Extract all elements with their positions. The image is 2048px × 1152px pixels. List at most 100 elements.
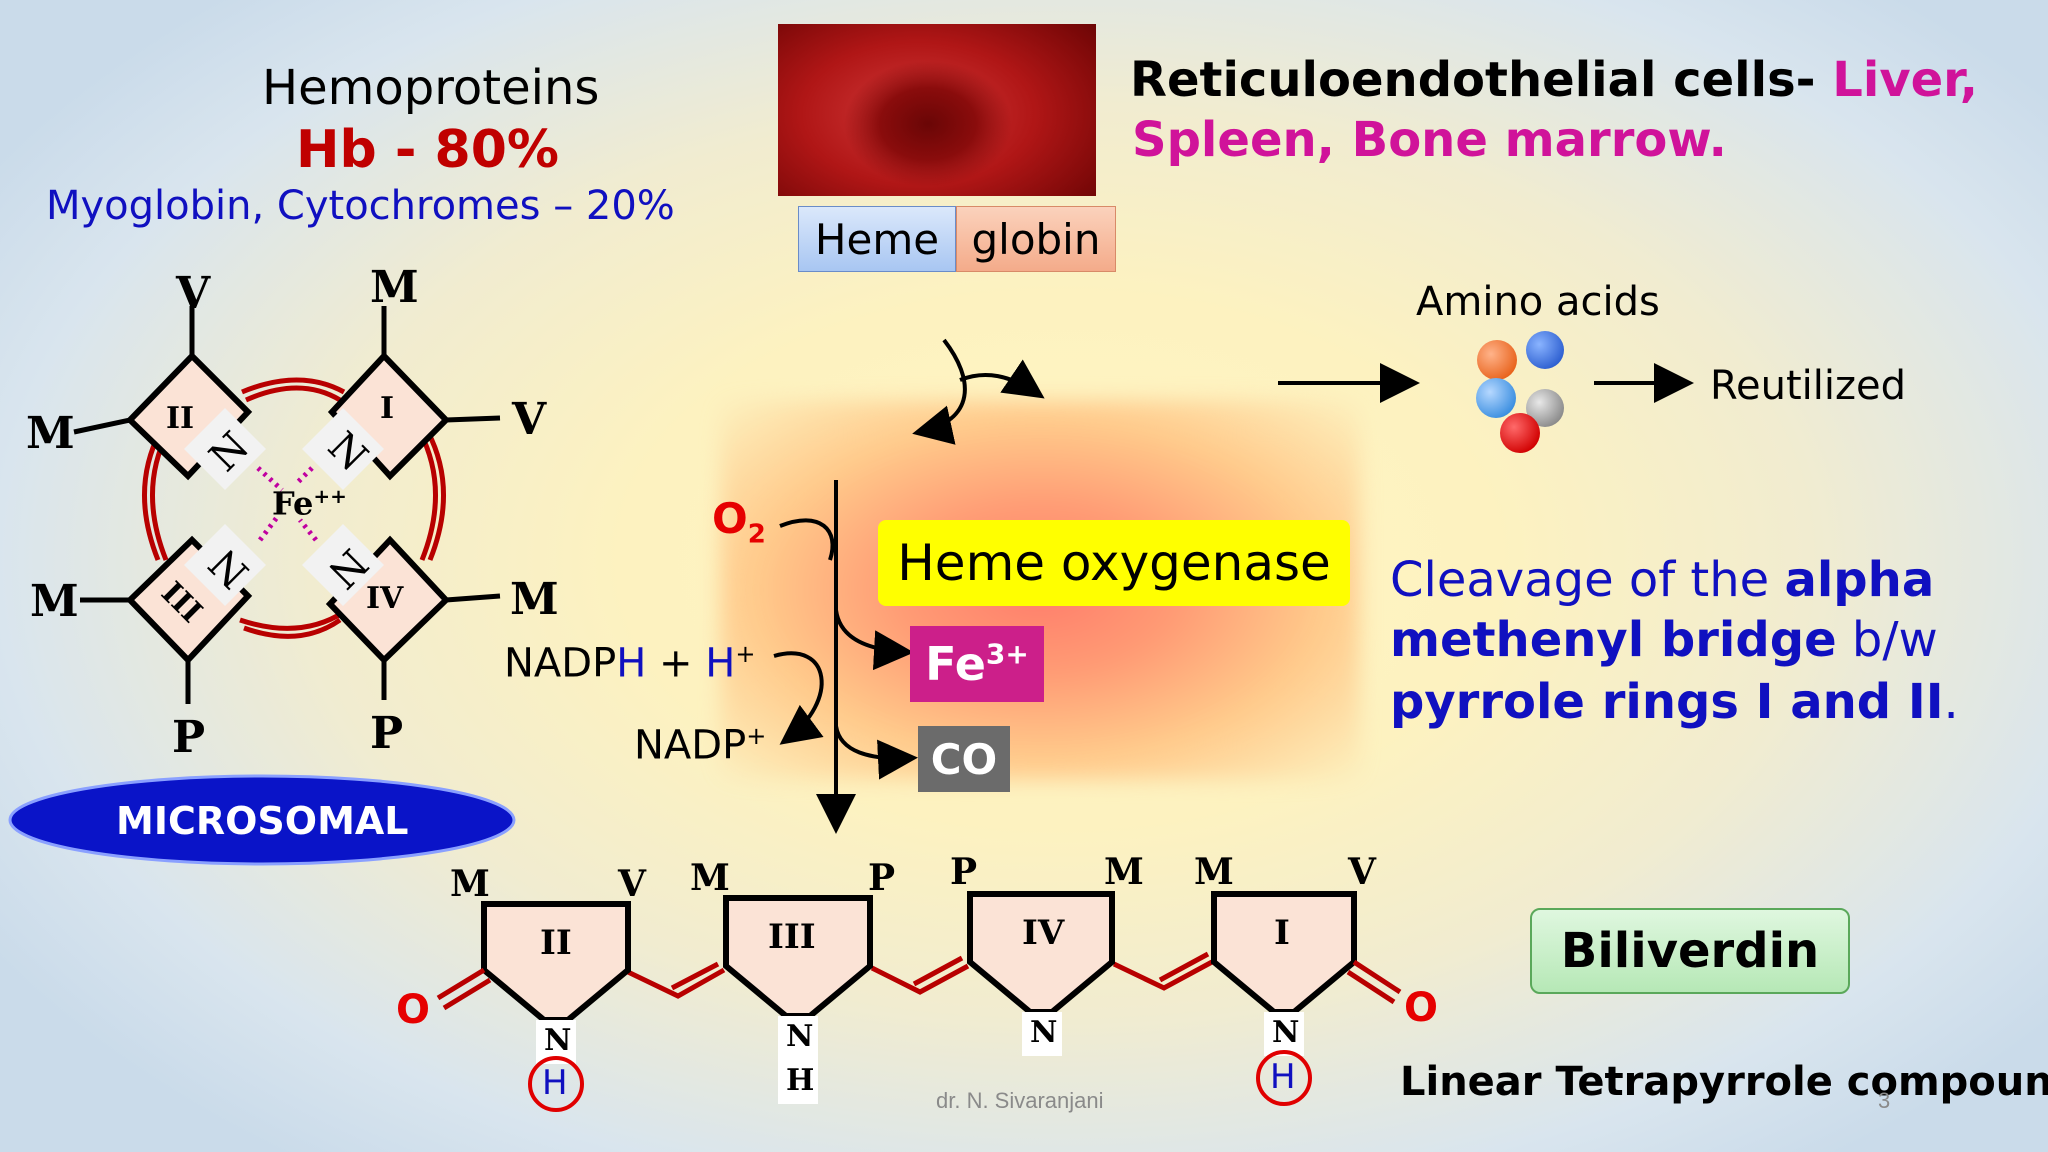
- nadp-charge: +: [746, 722, 767, 750]
- biliverdin-structure: [436, 891, 1402, 1112]
- porphyrin-sub-bottom-right: P: [370, 708, 404, 759]
- amino-ball-orange: [1477, 340, 1517, 380]
- biliverdin-n-ii: N: [544, 1023, 572, 1058]
- biliverdin-ring-iv: IV: [1022, 913, 1065, 953]
- biliverdin-top-m3: M: [1104, 851, 1144, 893]
- red-blood-cell-image: [778, 24, 1096, 196]
- porphyrin-sub-top-right: M: [370, 262, 419, 313]
- author-footer: dr. N. Sivaranjani: [936, 1088, 1104, 1113]
- split-arrow-branch: [959, 359, 1045, 399]
- biliverdin-h-iii: H: [786, 1063, 815, 1098]
- reutilized-label: Reutilized: [1710, 363, 1906, 409]
- biliverdin-top-v1: V: [618, 863, 646, 905]
- amino-acids-label: Amino acids: [1416, 279, 1660, 325]
- biliverdin-ring-i: I: [1274, 913, 1290, 953]
- fe3-release-arrow: [834, 609, 914, 671]
- heme-oxygenase-box: Heme oxygenase: [878, 520, 1350, 606]
- biliverdin-label: Biliverdin: [1560, 923, 1820, 979]
- fe3-symbol: Fe: [925, 637, 986, 691]
- h-plus-charge: +: [735, 640, 756, 668]
- cleavage-line-3-b: .: [1943, 674, 1959, 730]
- fe3-label: Fe3+: [925, 637, 1029, 691]
- microsomal-label: MICROSOMAL: [116, 799, 409, 843]
- amino-ball-red: [1500, 413, 1540, 453]
- globin-box: globin: [956, 206, 1116, 272]
- fe3-charge: 3+: [985, 637, 1029, 671]
- cleavage-line-2-b: b/w: [1851, 612, 1938, 668]
- biliverdin-top-p2: P: [950, 851, 978, 893]
- porphyrin-fe: Fe++: [272, 486, 347, 520]
- nadp-label: NADP+: [634, 724, 766, 765]
- cleavage-line-3-a: pyrrole rings I and II: [1390, 674, 1944, 730]
- hemoproteins-title: Hemoproteins: [262, 60, 600, 116]
- amino-ball-gray: [1526, 389, 1564, 427]
- linear-tetrapyrrole-label: Linear Tetrapyrrole compound: [1400, 1059, 2048, 1105]
- cleavage-line-1: Cleavage of the alpha: [1390, 556, 1934, 604]
- co-label: CO: [930, 734, 998, 784]
- nadph-h-label: NADPH + H+: [504, 642, 755, 683]
- porphyrin-ring-iv: IV: [366, 581, 404, 616]
- microsomal-badge: [8, 774, 516, 866]
- re-cells-label: Reticuloendothelial cells-: [1130, 52, 1816, 108]
- biliverdin-top-p1: P: [868, 857, 896, 899]
- page-number: 3: [1878, 1088, 1891, 1113]
- split-arrow-curve: [912, 338, 967, 445]
- biliverdin-ring-iii: III: [768, 917, 816, 957]
- cleavage-line-2: methenyl bridge b/w: [1390, 616, 1938, 664]
- heme-label: Heme: [814, 214, 940, 264]
- biliverdin-n-iii: N: [786, 1019, 814, 1054]
- heme-oxygenase-label: Heme oxygenase: [897, 534, 1331, 592]
- myoglobin-cytochromes: Myoglobin, Cytochromes – 20%: [46, 183, 675, 229]
- porphyrin-ring-ii: II: [166, 401, 195, 436]
- amino-ball-lightblue: [1476, 378, 1516, 418]
- nadph-prefix: NADP: [504, 640, 617, 687]
- porphyrin-sub-left-lower: M: [30, 576, 79, 627]
- o2-curve: [779, 518, 835, 561]
- o2-symbol: O: [712, 494, 748, 543]
- re-cells-line2: Spleen, Bone marrow.: [1132, 112, 1727, 168]
- co-release-arrow: [834, 725, 918, 780]
- fe3-box: Fe3+: [910, 626, 1044, 702]
- amino-ball-blue: [1526, 331, 1564, 369]
- porphyrin-fe-symbol: Fe: [272, 484, 314, 523]
- nadph-plus: +: [659, 640, 693, 687]
- porphyrin-sub-bottom-left: P: [172, 712, 206, 763]
- biliverdin-oxygen-right: O: [1404, 985, 1439, 1031]
- porphyrin-sub-right-lower: M: [510, 574, 559, 625]
- biliverdin-h-right-circled: H: [1270, 1057, 1296, 1097]
- o2-subscript: 2: [747, 519, 766, 550]
- biliverdin-h-left-circled: H: [542, 1063, 568, 1103]
- cleavage-line-1-a: Cleavage of the: [1390, 552, 1770, 608]
- nadph-h: H: [616, 640, 647, 687]
- biliverdin-top-v2: V: [1348, 851, 1376, 893]
- porphyrin-ring-i: I: [380, 391, 395, 426]
- porphyrin-sub-top-left: V: [176, 268, 211, 319]
- cleavage-line-3: pyrrole rings I and II.: [1390, 678, 1959, 726]
- biliverdin-n-i: N: [1272, 1015, 1300, 1050]
- o2-label: O2: [712, 498, 766, 550]
- nadp-text: NADP: [634, 722, 747, 769]
- heme-box: Heme: [798, 206, 956, 272]
- porphyrin-sub-left-upper: M: [26, 408, 75, 459]
- heme-porphyrin: [73, 306, 501, 704]
- biliverdin-n-iv: N: [1030, 1015, 1058, 1050]
- cleavage-line-1-b: alpha: [1784, 552, 1935, 608]
- biliverdin-box: Biliverdin: [1530, 908, 1850, 994]
- biliverdin-oxygen-left: O: [396, 987, 431, 1033]
- cleavage-line-2-a: methenyl bridge: [1390, 612, 1837, 668]
- globin-label: globin: [971, 214, 1101, 264]
- co-box: CO: [918, 726, 1010, 792]
- biliverdin-top-m2: M: [690, 857, 730, 899]
- porphyrin-sub-right-upper: V: [512, 394, 547, 445]
- biliverdin-ring-ii: II: [540, 923, 572, 963]
- biliverdin-top-m1: M: [450, 863, 490, 905]
- porphyrin-fe-charge: ++: [313, 484, 347, 508]
- re-cells-liver: Liver,: [1832, 52, 1979, 108]
- hb-percent: Hb - 80%: [296, 120, 559, 180]
- re-cells-line1: Reticuloendothelial cells- Liver,: [1130, 56, 1978, 104]
- nadph-curve: [773, 651, 824, 745]
- biliverdin-top-m4: M: [1194, 851, 1234, 893]
- h-plus: H: [705, 640, 736, 687]
